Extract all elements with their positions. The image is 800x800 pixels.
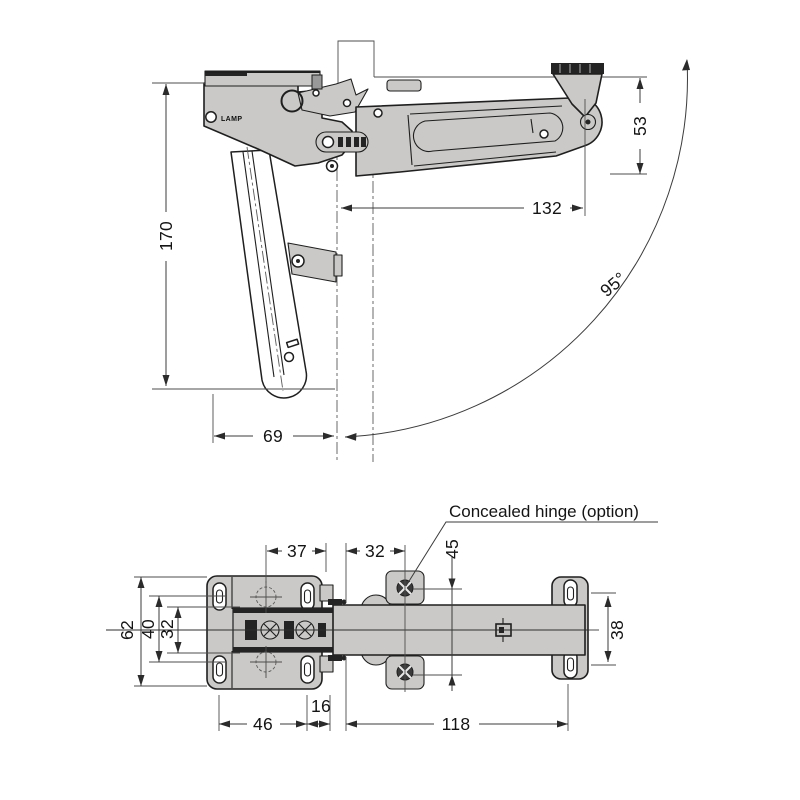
dim-slot-spacing-vertical: 40 xyxy=(138,596,163,662)
plan-view: 37 32 45 62 40 xyxy=(106,502,658,734)
top-mounting-bar xyxy=(204,70,422,92)
dim-label-slot-spacing-vertical: 40 xyxy=(138,619,158,639)
screw-crosshairs xyxy=(250,581,282,678)
dim-edge-to-hinge: 32 xyxy=(346,541,405,561)
extension-lines xyxy=(134,543,616,731)
dim-label-hinge-screw-spacing: 45 xyxy=(442,539,462,559)
concealed-hinge-annotation: Concealed hinge (option) xyxy=(405,502,658,587)
dim-drop: 53 xyxy=(610,78,650,175)
dim-arm-length: 132 xyxy=(341,99,586,218)
annotation-label: Concealed hinge (option) xyxy=(449,502,639,521)
leg-hole xyxy=(283,351,295,363)
screw-hole xyxy=(205,111,217,123)
dim-label-arm-length: 132 xyxy=(532,198,562,218)
dim-end-plate-slots: 38 xyxy=(604,596,627,662)
table-mount-pad xyxy=(551,63,604,74)
main-bracket: LAMP xyxy=(203,78,369,167)
dim-label-arm-reach: 118 xyxy=(442,714,471,734)
adjust-slot xyxy=(315,131,369,153)
mounting-plate xyxy=(206,575,354,690)
dim-slot-spacing-horizontal: 46 xyxy=(219,714,307,734)
dim-label-plate-to-edge: 37 xyxy=(287,541,307,561)
dim-tab-offset: 16 xyxy=(307,696,331,728)
pivot-hole xyxy=(280,89,304,113)
latch-hook xyxy=(297,78,369,117)
dim-depth: 69 xyxy=(212,394,334,446)
plate-slots xyxy=(212,582,315,684)
dim-label-system-pitch: 32 xyxy=(157,619,177,639)
table-end-bracket xyxy=(551,63,604,131)
dim-label-depth: 69 xyxy=(263,426,283,446)
dim-height: 170 xyxy=(152,82,335,390)
dim-arm-reach: 118 xyxy=(346,714,568,734)
dim-label-drop: 53 xyxy=(630,116,650,136)
dim-label-tab-offset: 16 xyxy=(311,696,331,716)
panel-foot-bracket xyxy=(287,242,343,283)
dim-label-end-plate-slots: 38 xyxy=(607,620,627,640)
side-view: LAMP xyxy=(152,40,690,462)
table-slot xyxy=(386,79,422,92)
folding-leg xyxy=(230,146,308,399)
dim-label-edge-to-hinge: 32 xyxy=(365,541,385,561)
dim-label-slot-spacing-horizontal: 46 xyxy=(253,714,273,734)
dim-hinge-screw-spacing: 45 xyxy=(442,539,462,691)
dim-system-pitch: 32 xyxy=(157,607,182,653)
dim-label-swing-angle: 95° xyxy=(596,268,630,301)
swing-arm xyxy=(315,96,603,177)
dim-plate-to-edge: 37 xyxy=(267,541,326,561)
brand-logo: LAMP xyxy=(221,116,242,123)
dim-plate-height: 62 xyxy=(117,577,145,686)
leg-centerline xyxy=(246,146,284,392)
dim-label-plate-height: 62 xyxy=(117,620,137,640)
dim-label-height: 170 xyxy=(156,221,176,251)
